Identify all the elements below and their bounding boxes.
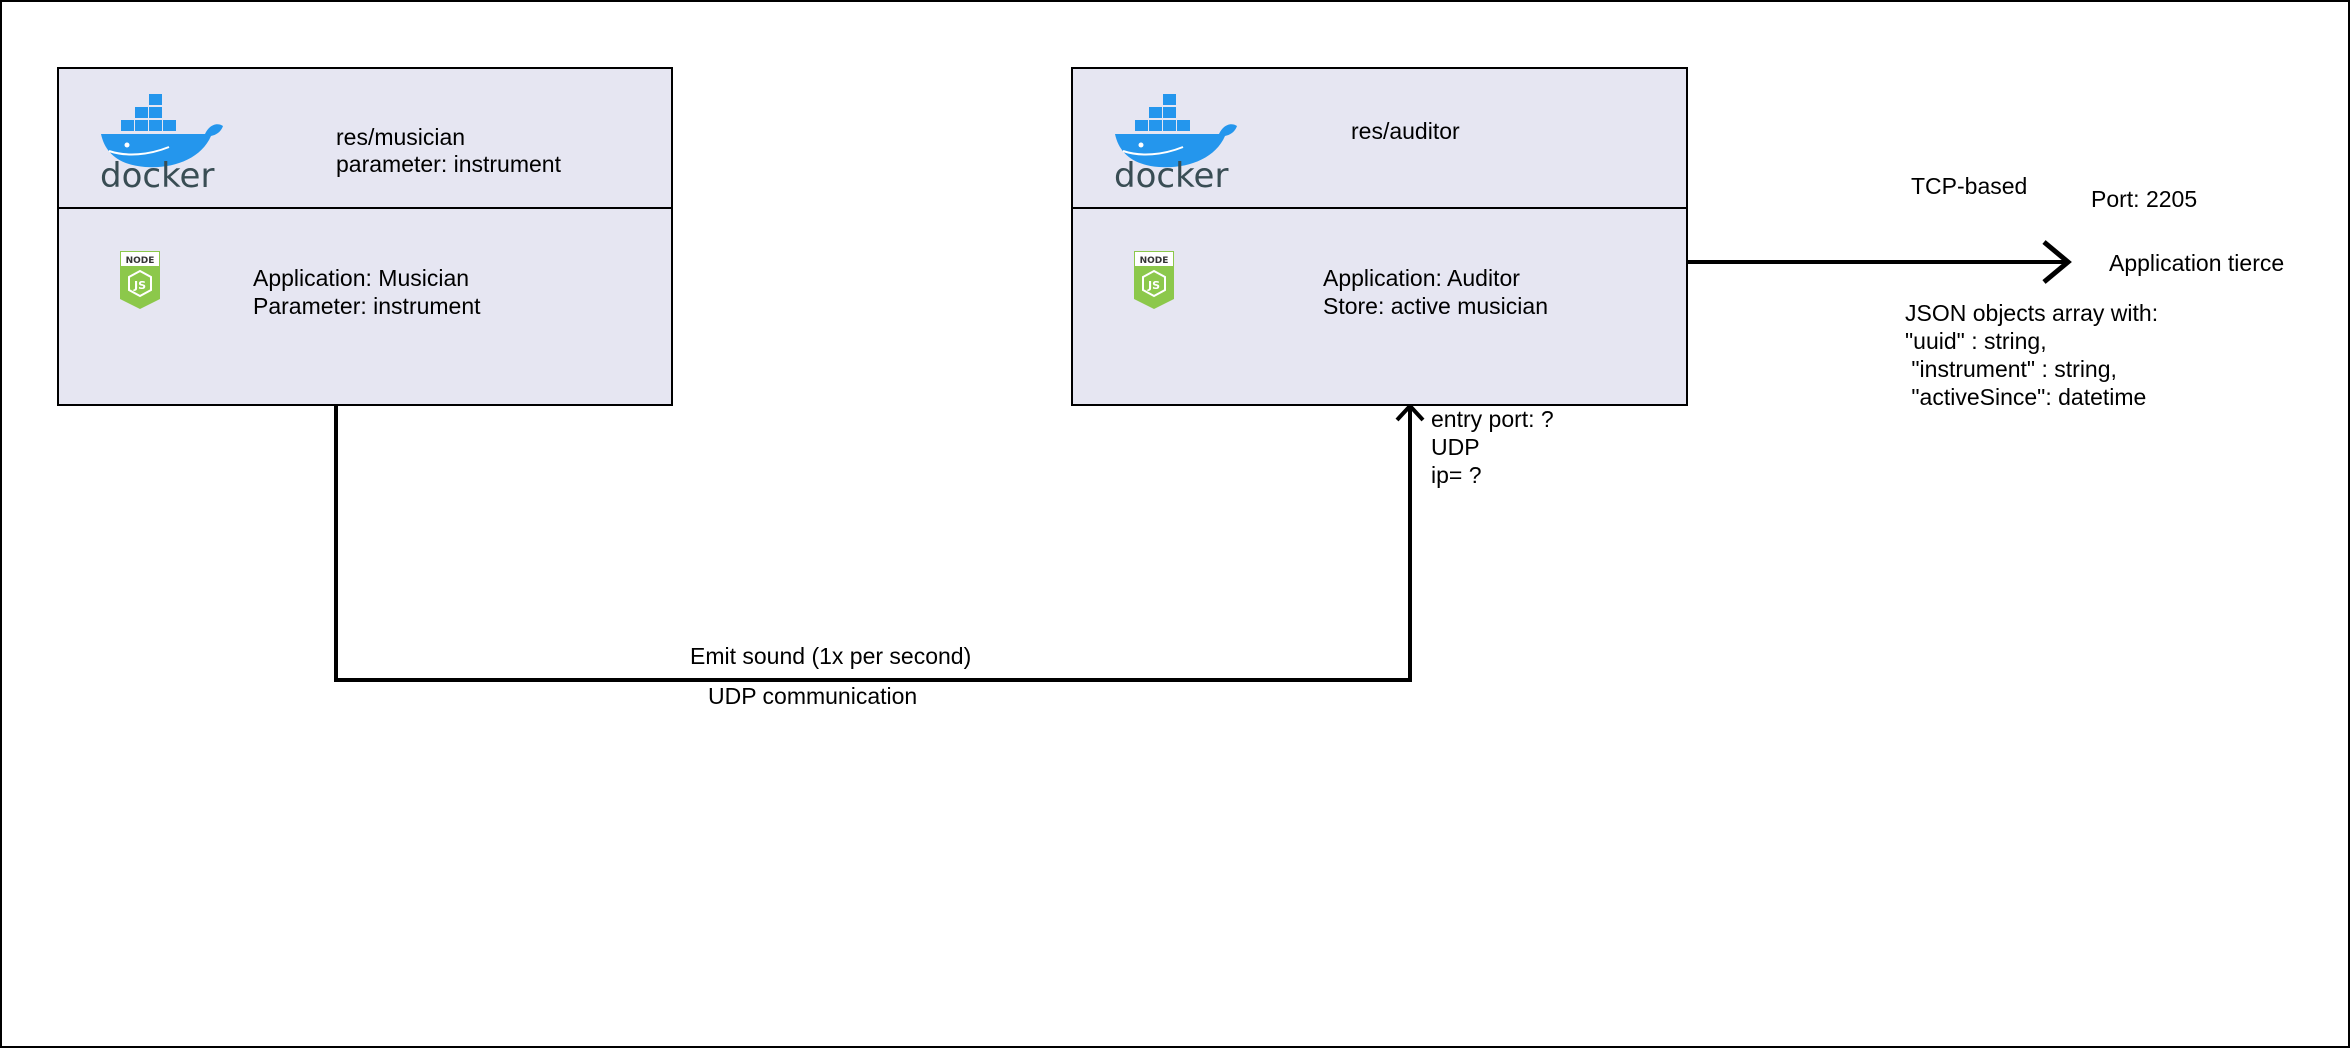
docker-wordmark: docker bbox=[100, 156, 214, 189]
tcp-protocol-label: TCP-based bbox=[1911, 173, 2028, 199]
musician-app-label: Application: Musician bbox=[253, 265, 470, 291]
node-badge-text: NODE bbox=[1140, 256, 1169, 266]
payload-instrument: "instrument" : string, bbox=[1905, 356, 2117, 382]
svg-text:JS: JS bbox=[1147, 279, 1160, 292]
udp-arrowhead bbox=[1395, 403, 1425, 422]
udp-link-sublabel: UDP communication bbox=[708, 683, 918, 709]
tcp-port-label: Port: 2205 bbox=[2091, 186, 2198, 212]
musician-divider bbox=[59, 207, 671, 209]
node-badge-text: NODE bbox=[126, 256, 155, 266]
musician-container: docker res/musician parameter: instrumen… bbox=[57, 67, 673, 406]
docker-wordmark: docker bbox=[1114, 156, 1228, 189]
third-party-app-label: Application tierce bbox=[2109, 250, 2285, 276]
musician-image-param: parameter: instrument bbox=[336, 151, 561, 177]
auditor-divider bbox=[1073, 207, 1686, 209]
nodejs-icon: NODE JS bbox=[120, 251, 160, 309]
auditor-app-label: Application: Auditor bbox=[1323, 265, 1520, 291]
auditor-image-label: res/auditor bbox=[1351, 118, 1460, 144]
udp-connector bbox=[334, 404, 1412, 682]
musician-app-param: Parameter: instrument bbox=[253, 293, 481, 319]
entry-ip-label: ip= ? bbox=[1431, 462, 1482, 488]
tcp-arrowhead bbox=[2042, 240, 2072, 284]
docker-icon: docker bbox=[100, 94, 223, 189]
auditor-container: docker res/auditor NODE JS Application: … bbox=[1071, 67, 1688, 406]
docker-icon: docker bbox=[1114, 94, 1237, 189]
payload-title: JSON objects array with: bbox=[1905, 300, 2159, 326]
entry-port-label: entry port: ? bbox=[1431, 406, 1554, 432]
svg-text:JS: JS bbox=[133, 279, 146, 292]
entry-protocol-label: UDP bbox=[1431, 434, 1480, 460]
musician-image-label: res/musician bbox=[336, 124, 466, 150]
payload-uuid: "uuid" : string, bbox=[1905, 328, 2047, 354]
payload-active-since: "activeSince": datetime bbox=[1905, 384, 2147, 410]
udp-link-label: Emit sound (1x per second) bbox=[690, 643, 972, 669]
nodejs-icon: NODE JS bbox=[1134, 251, 1174, 309]
auditor-app-store: Store: active musician bbox=[1323, 293, 1548, 319]
